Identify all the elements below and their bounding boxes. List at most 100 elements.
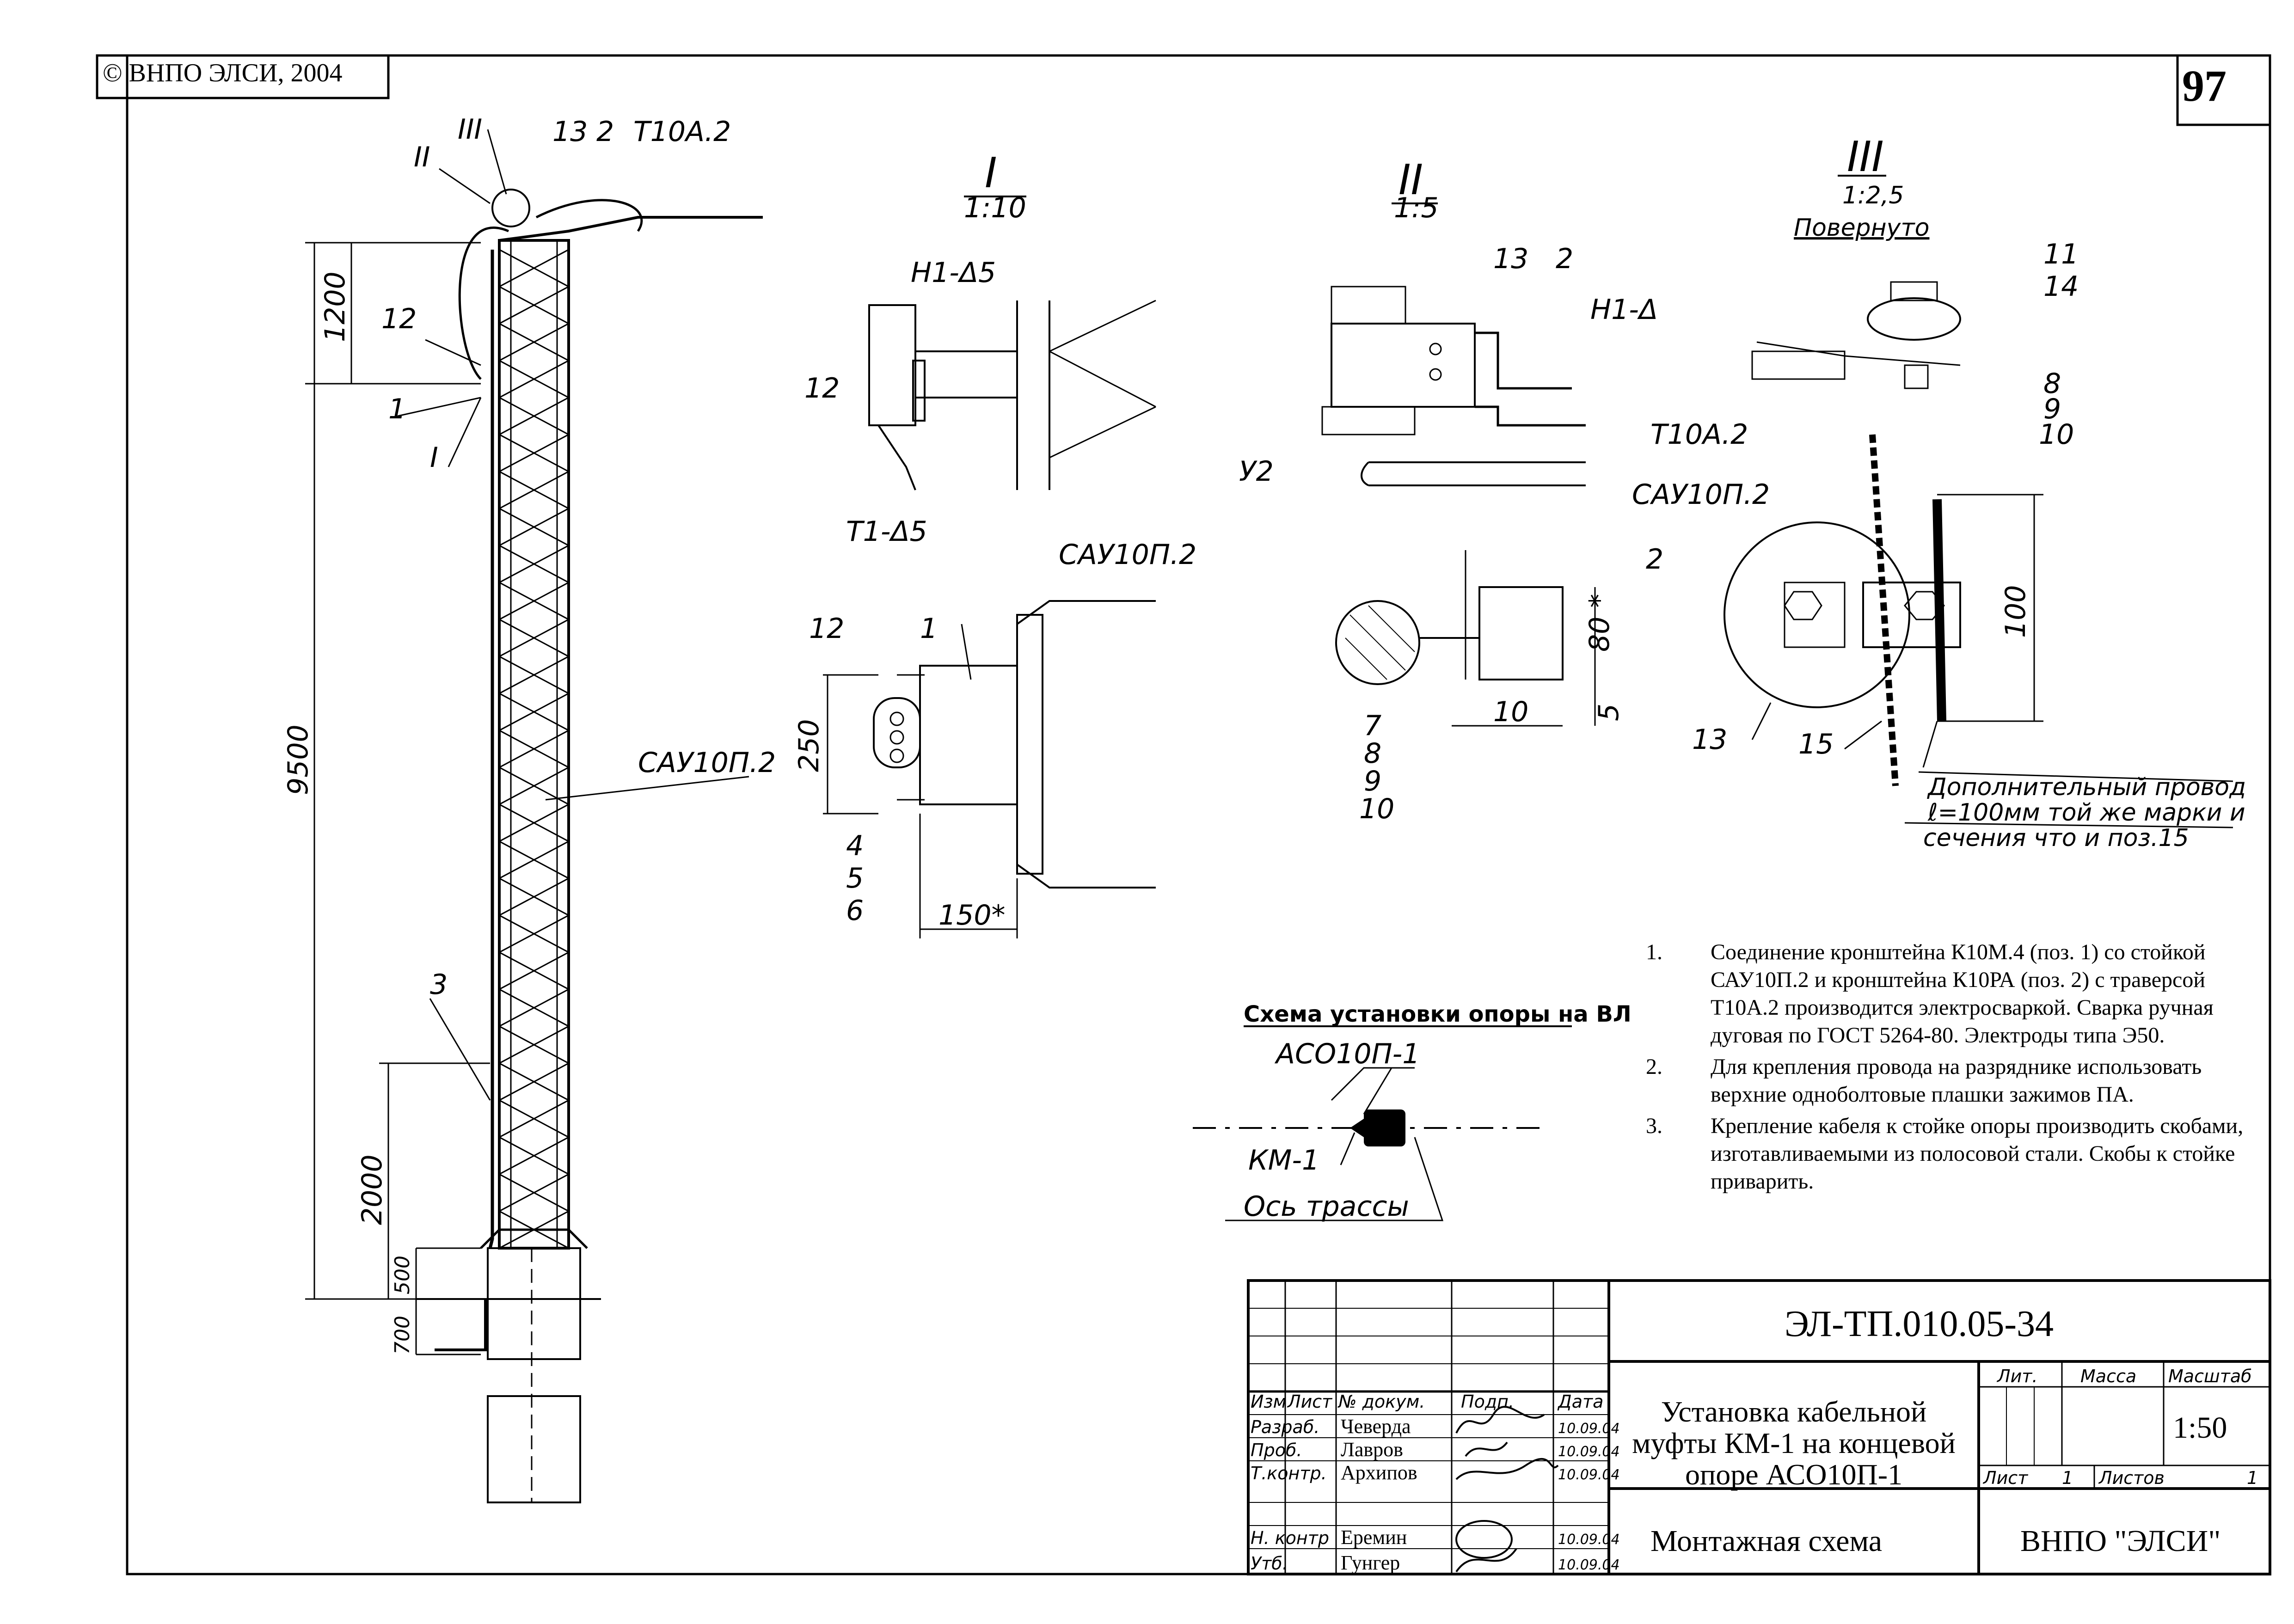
detail-II-dim-5: 5 [1593,704,1625,721]
tb-role-2: Т.контр. [1251,1463,1327,1483]
detail-II-pos-8: 8 [1364,737,1381,770]
detail-I-drawing [823,196,1156,938]
detail-I-dim-250: 250 [793,719,825,772]
detail-II-sau: САУ10П.2 [1632,478,1770,511]
note-text: Крепление кабеля к стойке опоры производ… [1711,1114,2244,1194]
note-text: Соединение кронштейна К10М.4 (поз. 1) со… [1711,940,2214,1048]
tb-role-0: Разраб. [1251,1417,1319,1437]
note-text: Для крепления провода на разряднике испо… [1711,1054,2202,1107]
detail-III-title: III [1847,133,1884,181]
detail-I-weld-bottom: Т1-Δ5 [846,515,927,548]
tb-name-3: Еремин [1341,1526,1407,1549]
tb-h-sheets-no: 1 [2247,1468,2258,1488]
detail-II-dim-10: 10 [1493,696,1528,728]
note-item: 1. Соединение кронштейна К10М.4 (поз. 1)… [1646,938,2247,1049]
dim-1200: 1200 [319,271,351,342]
label-pos-12: 12 [381,303,417,335]
tb-h-mass: Масса [2080,1366,2136,1386]
detail-III-extra-line-3: сечения что и поз.15 [1923,824,2189,852]
detail-II-pos-2: 2 [1556,243,1573,275]
tb-h-sheets: Листов [2098,1468,2165,1488]
detail-I-pos-6: 6 [846,895,864,927]
tb-role-4: Утб. [1251,1553,1288,1574]
tb-name-2: Архипов [1341,1461,1417,1484]
title-block-grid [1247,1279,2271,1575]
tb-date-0: 10.09.04 [1558,1421,1620,1437]
detail-II-pos-13: 13 [1493,243,1528,275]
detail-II-pos-9: 9 [1364,765,1381,797]
label-sau-main: САУ10П.2 [638,747,776,779]
tb-h-izm: Изм [1251,1391,1286,1412]
detail-II-weld: Н1-Δ [1590,294,1658,326]
tb-date-4: 10.09.04 [1558,1557,1620,1573]
notes-list: 1. Соединение кронштейна К10М.4 (поз. 1)… [1646,938,2247,1199]
label-detail-III: III [458,113,482,146]
detail-II-pos-7: 7 [1364,710,1381,742]
detail-III-pos-11: 11 [2043,238,2079,270]
detail-II-drawing [1321,202,1596,727]
detail-II-scale: 1:5 [1394,192,1439,224]
detail-III-pos-10: 10 [2039,418,2074,451]
title-block-scale-value: 1:50 [2173,1411,2227,1445]
scheme-coupling-label: КМ-1 [1248,1144,1319,1177]
detail-III-drawing [1724,175,2233,828]
detail-III-pos-13: 13 [1692,723,1727,756]
tb-name-0: Чеверда [1341,1415,1411,1438]
tb-name-4: Гунгер [1341,1551,1400,1574]
label-pos-3: 3 [430,968,448,1001]
tb-h-lit: Лит. [1996,1366,2038,1386]
detail-I-dim-150: 150* [938,899,1006,932]
dim-700: 700 [391,1316,414,1354]
note-number: 3. [1646,1114,1662,1138]
title-block-code: ЭЛ-ТП.010.05-34 [1785,1304,2054,1344]
dim-9500: 9500 [282,724,314,795]
detail-I-pos-4: 4 [846,830,864,862]
note-number: 1. [1646,940,1662,964]
tb-name-1: Лавров [1341,1438,1403,1461]
detail-I-sau: САУ10П.2 [1059,539,1196,571]
note-item: 3. Крепление кабеля к стойке опоры произ… [1646,1112,2247,1195]
detail-II-pos-2b: 2 [1646,543,1663,576]
label-detail-I: I [430,441,438,474]
title-block-org: ВНПО "ЭЛСИ" [2020,1524,2220,1558]
note-number: 2. [1646,1054,1662,1079]
tb-date-2: 10.09.04 [1558,1467,1620,1483]
note-item: 2. Для крепления провода на разряднике и… [1646,1053,2247,1109]
tb-h-scale: Масштаб [2168,1366,2252,1386]
tb-date-3: 10.09.04 [1558,1532,1620,1548]
label-pos-13: 13 [552,116,588,148]
title-block-sheet-name: Монтажная схема [1650,1524,1882,1558]
label-t10a2: Т10А.2 [633,116,731,148]
copyright: © ВНПО ЭЛСИ, 2004 [103,59,343,87]
drawing-frame [126,54,2271,1575]
detail-I-pos-12a: 12 [804,372,840,404]
detail-II-pos-10: 10 [1359,793,1394,825]
detail-II-dim-80: 80 * [1583,594,1616,652]
scheme-drawing [1193,1025,1572,1221]
detail-III-scale: 1:2,5 [1842,182,1904,209]
tb-h-sign: Подп. [1461,1391,1514,1412]
detail-III-pos-9: 9 [2043,393,2061,425]
tb-h-date: Дата [1557,1391,1603,1412]
tb-h-list: Лист [1287,1391,1333,1412]
detail-I-pos-1: 1 [920,613,938,645]
detail-I-pos-12b: 12 [809,613,844,645]
page-number: 97 [2182,61,2227,110]
detail-III-extra-line-1: Дополнительный провод [1927,773,2246,801]
tb-role-1: Проб. [1251,1440,1302,1460]
title-block-title: Установка кабельной муфты КМ-1 на концев… [1632,1395,1956,1491]
signature-scribbles [1455,1406,1559,1573]
label-detail-II: II [414,141,430,173]
detail-II-title: II [1398,156,1423,204]
detail-III-extra-line-2: ℓ=100мм той же марки и [1927,799,2245,827]
page-number-box [2176,54,2271,126]
detail-II-u2: У2 [1239,455,1274,488]
detail-II-t10a2: Т10А.2 [1650,418,1748,451]
detail-I-pos-5: 5 [846,862,864,895]
scheme-title: Схема установки опоры на ВЛ [1244,1001,1632,1027]
detail-III-pos-15: 15 [1798,728,1834,760]
label-pos-2: 2 [596,116,614,148]
label-pos-1: 1 [388,393,406,425]
